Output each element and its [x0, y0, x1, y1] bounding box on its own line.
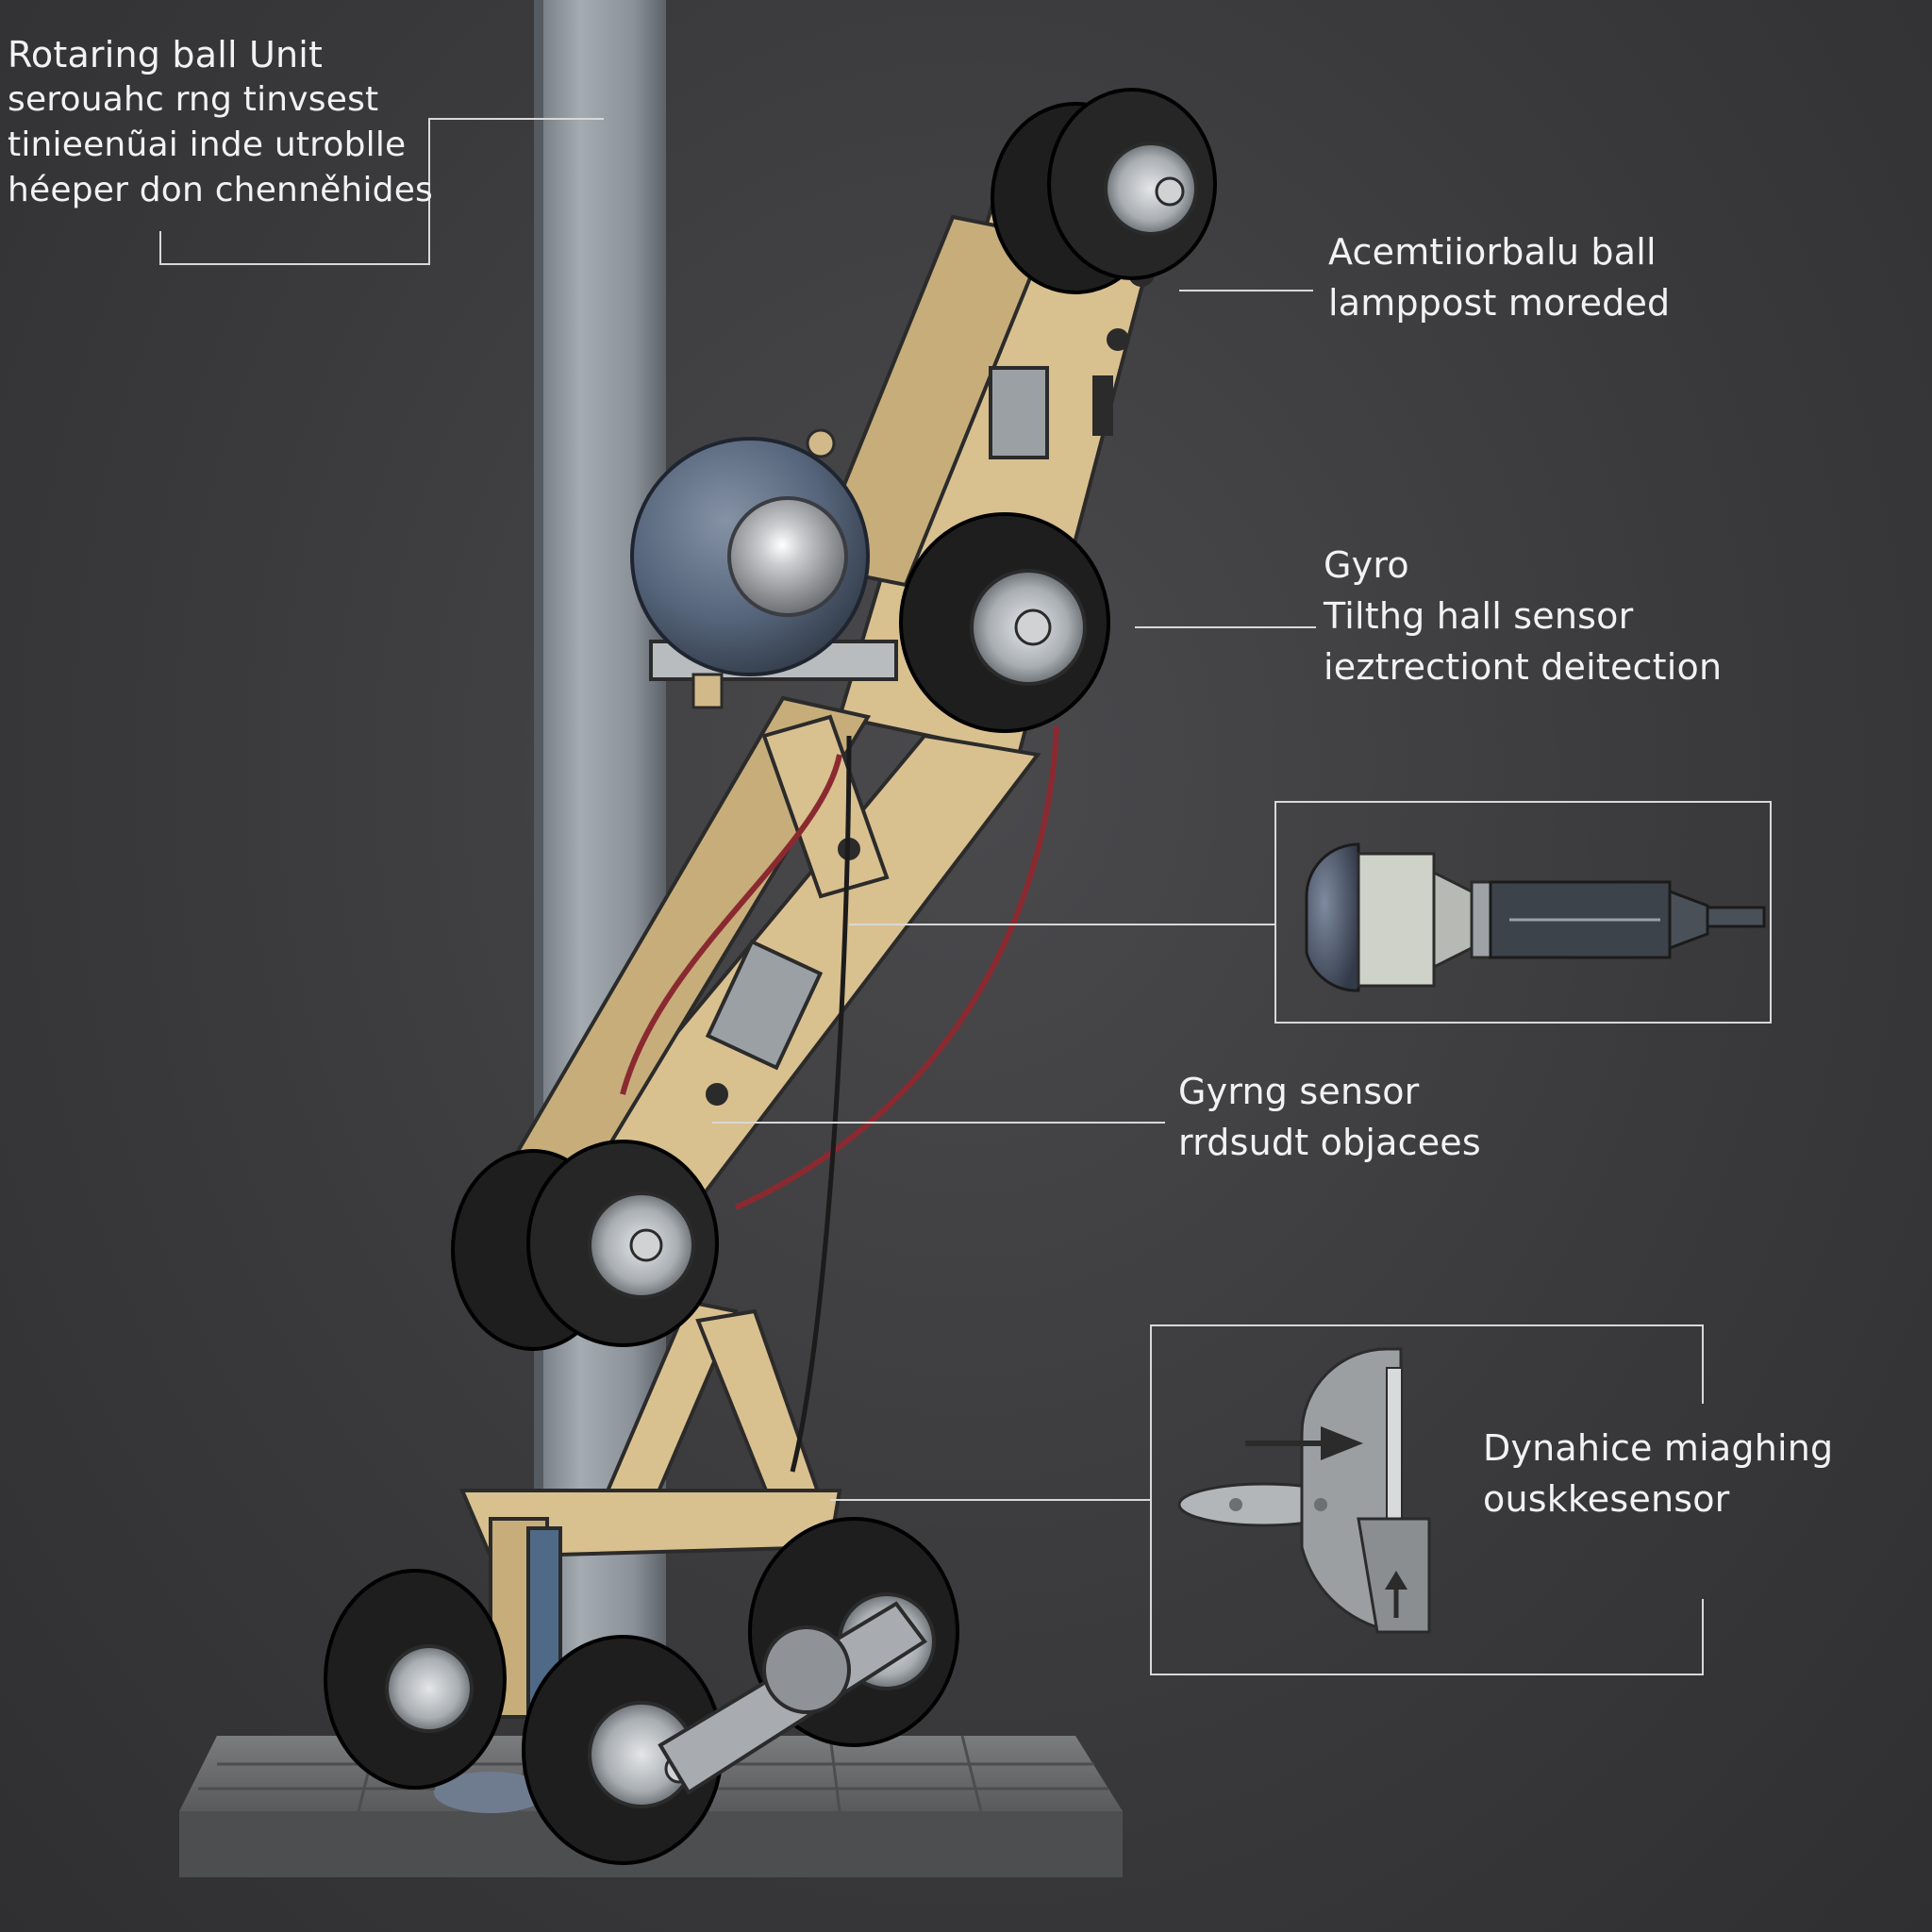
wheel-lower-pair — [451, 1140, 719, 1351]
wheel-top — [991, 88, 1217, 294]
lower-struts — [458, 1299, 842, 1719]
label-dynahice-sensor: Dynahice miaghing ouskkesensor — [1483, 1423, 1833, 1524]
label-line: ouskkesensor — [1483, 1478, 1730, 1520]
inset-probe-sensor — [1274, 801, 1772, 1024]
label-rotating-ball-unit: Rotaring ball Unit serouahc rng tinvsest… — [8, 32, 433, 213]
label-title: Rotaring ball Unit — [8, 34, 324, 75]
label-line: Gyro — [1324, 544, 1409, 586]
leader-lines — [159, 118, 1316, 1501]
label-line: Tilthg hall sensor — [1324, 595, 1634, 637]
wheel-base-front — [522, 1601, 927, 1865]
lower-arm — [487, 695, 1041, 1229]
wheel-middle — [899, 512, 1110, 733]
inset-bracket-sensor — [1150, 1324, 1704, 1675]
label-line: Dynahice miaghing — [1483, 1427, 1834, 1469]
label-line: Gyrng sensor — [1178, 1071, 1420, 1112]
label-line: serouahc rng tinvsest — [8, 80, 379, 119]
black-cable — [790, 735, 852, 1473]
label-gyrng-sensor: Gyrng sensor rrdsudt objacees — [1178, 1066, 1481, 1168]
label-line: rrdsudt objacees — [1178, 1122, 1481, 1163]
label-gyro: Gyro Tilthg hall sensor ieztrectiont dei… — [1324, 540, 1722, 692]
rotating-ball-unit — [630, 428, 898, 709]
label-line: lamppost moreded — [1328, 282, 1671, 324]
label-lamppost: Acemtiiorbalu ball lamppost moreded — [1328, 226, 1670, 328]
label-line: ieztrectiont deitection — [1324, 646, 1723, 688]
label-line: Acemtiiorbalu ball — [1328, 231, 1657, 273]
red-cable — [620, 725, 1059, 1210]
label-line: tinieenũai inde utroblle — [8, 125, 407, 164]
wheel-base-left — [324, 1569, 507, 1790]
label-line: héeper don chenněhides — [8, 171, 434, 209]
